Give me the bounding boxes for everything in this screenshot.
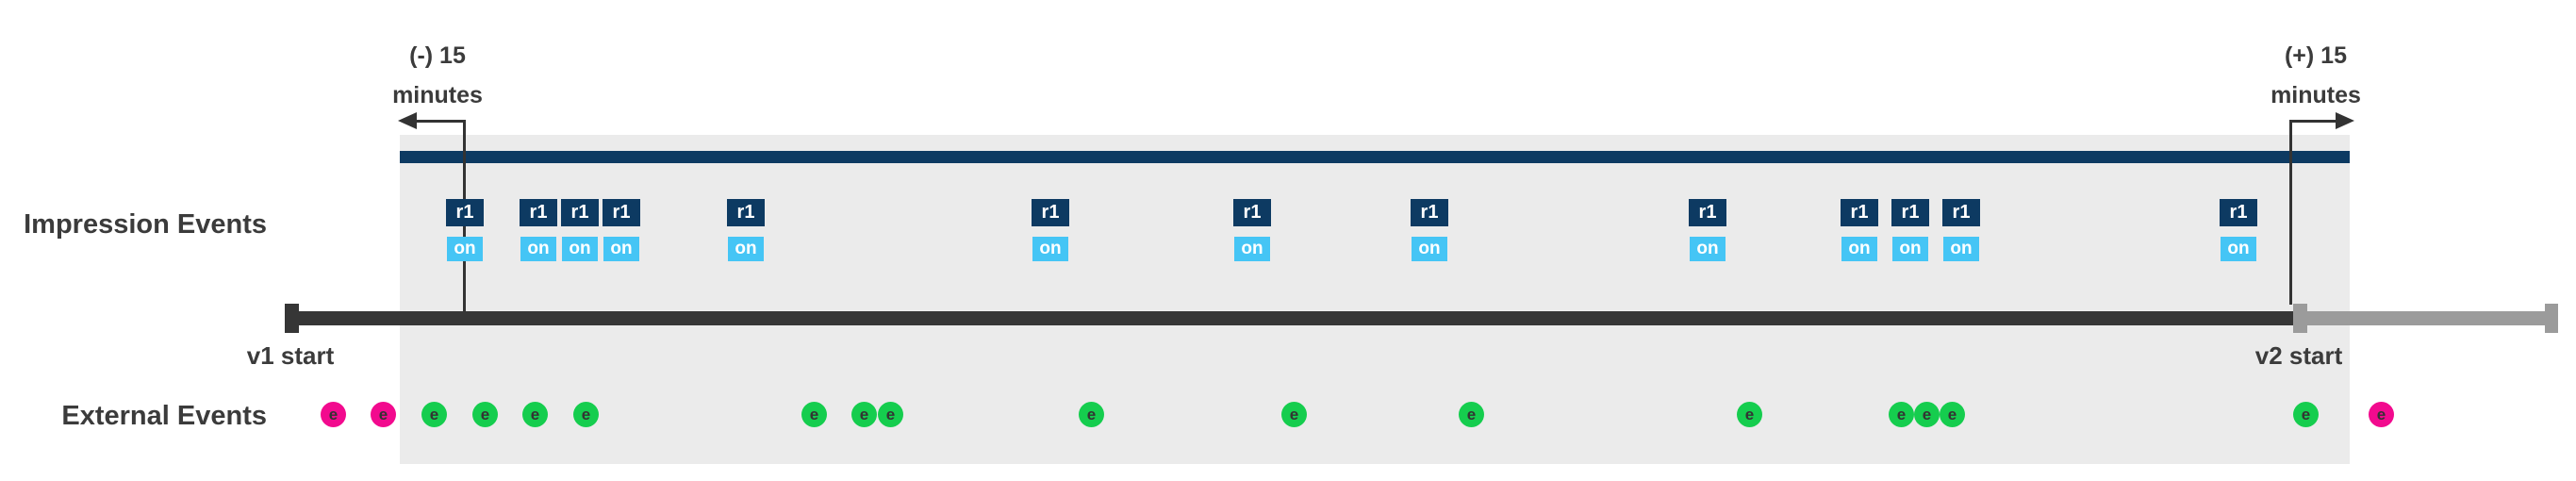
impression-r1-box: r1 (1891, 199, 1929, 226)
left-window-label: (-) 15 minutes (324, 36, 551, 115)
v1-start-label: v1 start (246, 341, 335, 370)
impression-on-box: on (1943, 237, 1979, 261)
left-arrow-icon (398, 112, 417, 129)
impression-r1-box: r1 (1689, 199, 1726, 226)
impression-r1-box: r1 (1841, 199, 1878, 226)
external-event-green-marker: e (1459, 402, 1484, 427)
impression-r1-box: r1 (446, 199, 484, 226)
campaign-duration-bar (400, 151, 2350, 163)
external-event-green-marker: e (878, 402, 903, 427)
external-event-green-marker: e (1940, 402, 1965, 427)
external-event-green-marker: e (472, 402, 498, 427)
left-window-label-line2: minutes (392, 82, 483, 108)
external-event-green-marker: e (421, 402, 447, 427)
right-window-label-line2: minutes (2271, 82, 2361, 108)
impression-on-box: on (728, 237, 764, 261)
right-window-marker-line (2289, 120, 2292, 305)
external-event-magenta-marker: e (2369, 402, 2394, 427)
impression-on-box: on (1892, 237, 1928, 261)
impression-r1-box: r1 (520, 199, 557, 226)
timeline-end-cap (2545, 304, 2558, 333)
external-event-green-marker: e (2293, 402, 2319, 427)
impression-r1-box: r1 (603, 199, 640, 226)
right-arrow-icon (2336, 112, 2354, 129)
timeline-v1-start-cap (285, 304, 299, 333)
impression-on-box: on (603, 237, 639, 261)
external-event-green-marker: e (801, 402, 827, 427)
impression-on-box: on (447, 237, 483, 261)
impression-r1-box: r1 (1411, 199, 1448, 226)
impression-on-box: on (1690, 237, 1726, 261)
external-event-green-marker: e (1889, 402, 1914, 427)
right-window-arrow-line (2291, 120, 2337, 123)
impression-r1-box: r1 (1233, 199, 1271, 226)
external-event-green-marker: e (1079, 402, 1104, 427)
impression-on-box: on (1412, 237, 1447, 261)
external-event-green-marker: e (851, 402, 877, 427)
analysis-window-band (400, 135, 2350, 464)
impression-on-box: on (520, 237, 556, 261)
right-window-label-line1: (+) 15 (2284, 42, 2347, 69)
impression-r1-box: r1 (2220, 199, 2257, 226)
impression-r1-box: r1 (1942, 199, 1980, 226)
external-event-green-marker: e (1281, 402, 1307, 427)
impression-events-row-label: Impression Events (24, 209, 267, 240)
impression-r1-box: r1 (727, 199, 765, 226)
external-events-row-label: External Events (61, 401, 267, 431)
timeline-v2-segment (2294, 311, 2551, 325)
external-event-green-marker: e (1914, 402, 1940, 427)
right-window-label: (+) 15 minutes (2203, 36, 2429, 115)
impression-r1-box: r1 (1032, 199, 1069, 226)
timeline-v1-segment (288, 311, 2294, 325)
impression-on-box: on (2221, 237, 2256, 261)
external-event-magenta-marker: e (371, 402, 396, 427)
v2-start-label: v2 start (2254, 341, 2343, 370)
external-event-green-marker: e (573, 402, 599, 427)
impression-on-box: on (1841, 237, 1877, 261)
external-event-green-marker: e (522, 402, 548, 427)
external-event-magenta-marker: e (321, 402, 346, 427)
impression-on-box: on (1032, 237, 1068, 261)
impression-on-box: on (1234, 237, 1270, 261)
timeline-v2-start-cap (2293, 304, 2307, 333)
left-window-label-line1: (-) 15 (409, 42, 466, 69)
impression-on-box: on (562, 237, 598, 261)
external-event-green-marker: e (1737, 402, 1762, 427)
impression-r1-box: r1 (561, 199, 599, 226)
left-window-arrow-line (407, 120, 465, 123)
